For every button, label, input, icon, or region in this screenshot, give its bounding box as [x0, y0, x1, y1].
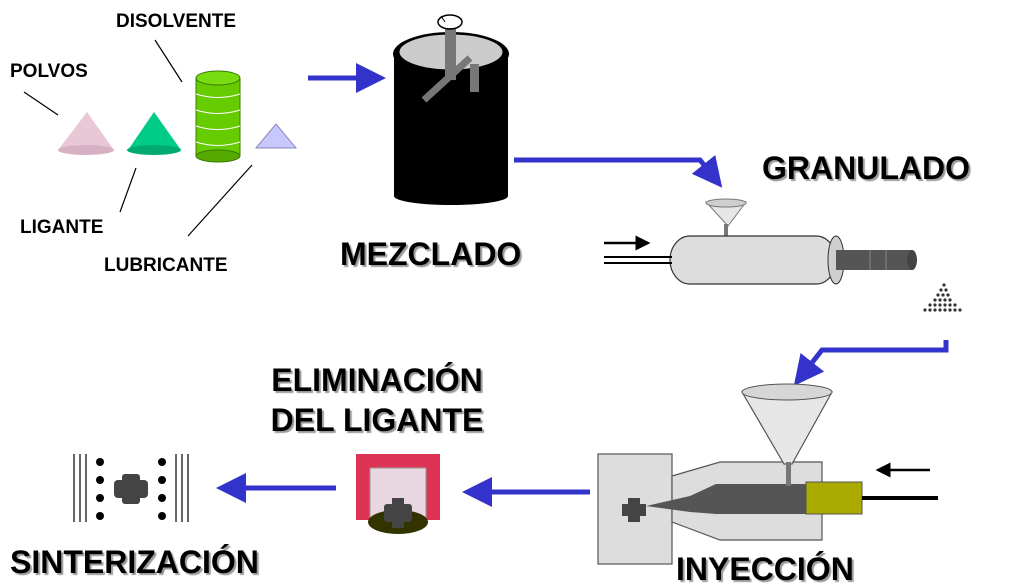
sintering-unit: [73, 454, 189, 522]
sinterizacion-label: SINTERIZACIÓN: [10, 544, 259, 580]
polvos-cone: [58, 112, 114, 155]
mezclado-label: MEZCLADO: [340, 236, 522, 272]
polvos-label: POLVOS: [10, 61, 88, 82]
leader-lines: [23, 39, 253, 237]
ligante-label: LIGANTE: [20, 217, 104, 238]
debinding-unit: [356, 454, 440, 534]
lubricante-cone: [254, 123, 298, 149]
disolvente-leader: [154, 39, 183, 83]
flow-arrow-to-injection: [793, 340, 949, 386]
disolvente-drum: [195, 70, 241, 163]
injection-machine: [597, 383, 938, 565]
granulator-extruder: [604, 198, 917, 285]
granulado-label: GRANULADO: [762, 150, 970, 186]
ligante-leader: [119, 167, 137, 213]
lubricante-leader: [187, 164, 253, 237]
flow-arrow-to-granulator: [514, 155, 723, 188]
inyeccion-label: INYECCIÓN: [676, 551, 854, 587]
ligante-cone: [127, 112, 181, 155]
eliminacion-label-line1: ELIMINACIÓN: [271, 362, 483, 398]
mixer: [393, 14, 509, 205]
lubricante-label: LUBRICANTE: [104, 255, 228, 276]
disolvente-label: DISOLVENTE: [116, 11, 236, 32]
granules-pile: [923, 283, 962, 312]
eliminacion-label-line2: DEL LIGANTE: [270, 402, 484, 438]
polvos-leader: [23, 91, 59, 116]
